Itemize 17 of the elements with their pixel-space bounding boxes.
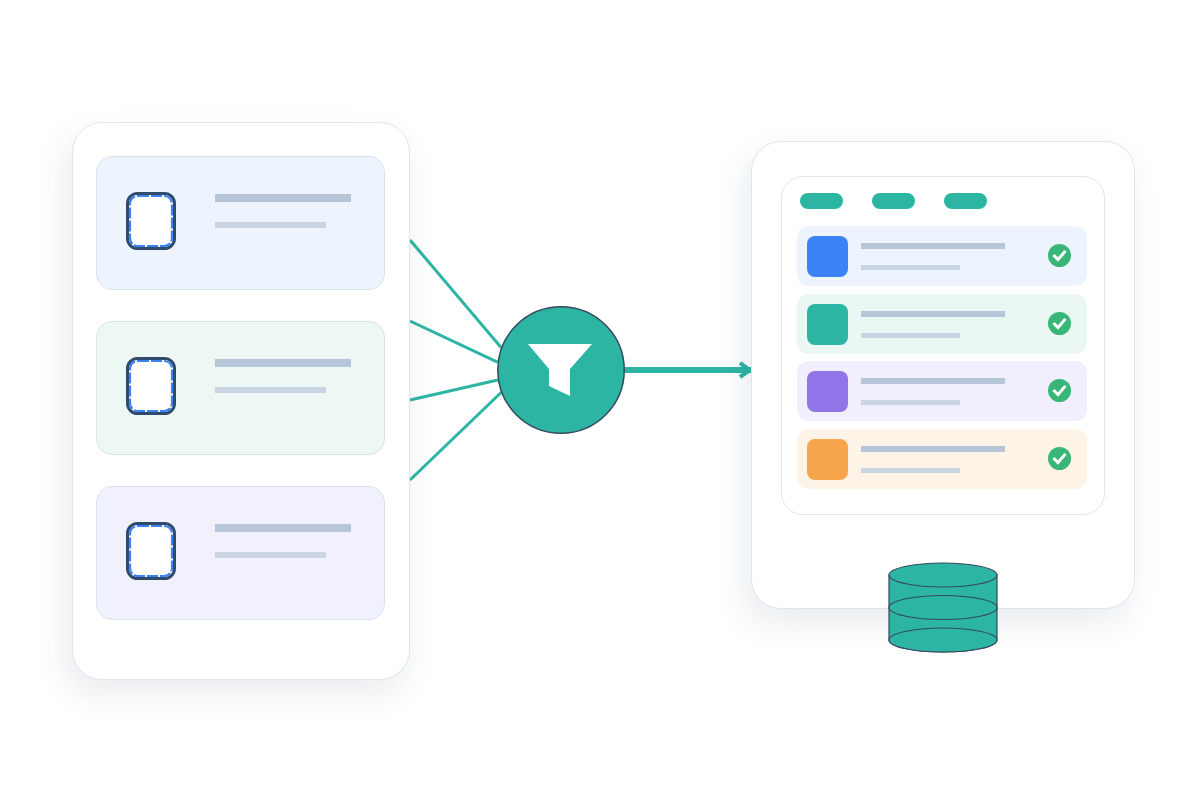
card [95,485,385,620]
connector-line [408,239,503,349]
list-row [797,226,1087,286]
panel [72,122,410,680]
list-row [797,294,1087,354]
list-row [797,361,1087,421]
list-row [797,429,1087,489]
connector-line [409,319,499,364]
card [95,155,385,290]
connector-line [409,378,499,402]
process-circle [497,306,625,434]
database-cylinder [888,562,998,653]
list-panel [780,175,1105,515]
card [95,320,385,455]
arrow [625,361,752,379]
panel [751,141,1135,609]
connector-line [408,391,503,482]
